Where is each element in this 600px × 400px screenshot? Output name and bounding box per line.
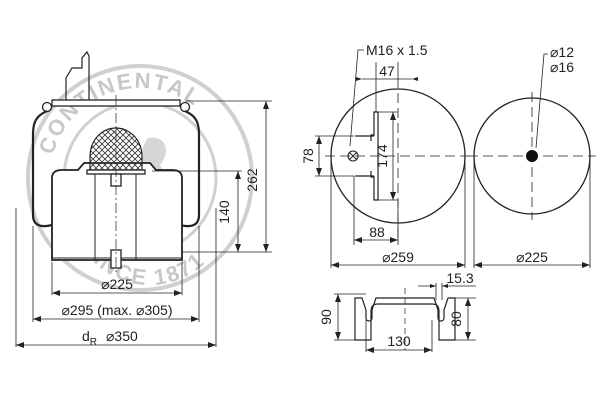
top-plate-dimensions: [315, 62, 466, 268]
center-hole-icon: [526, 150, 538, 162]
label-bottom-diameter: ⌀225: [516, 249, 548, 265]
label-slot-width: 15.3: [446, 270, 473, 286]
thread-stud-icon: [347, 150, 359, 162]
label-thread: M16 x 1.5: [366, 42, 428, 58]
side-view-dimensions: [15, 100, 272, 348]
bracket-dimensions: [334, 283, 476, 353]
label-dia-bellow: ⌀295 (max. ⌀305): [61, 302, 172, 318]
label-height-total: 262: [244, 168, 260, 192]
label-dia-roll: ⌀350: [106, 328, 138, 344]
label-bracket-width: 130: [387, 333, 411, 349]
label-top-diameter: ⌀259: [382, 249, 414, 265]
label-height-outer: 90: [318, 309, 334, 325]
label-dia-piston: ⌀225: [101, 276, 133, 292]
label-stud-height: 174: [374, 144, 390, 168]
bottom-plate-dimensions: [473, 160, 591, 268]
label-dia-roll-prefix: dR: [82, 328, 97, 348]
top-plate-view: [325, 49, 470, 238]
bracket-view: [354, 288, 456, 350]
label-offset-bottom: 88: [369, 224, 385, 240]
label-height-piston: 140: [216, 200, 232, 224]
side-view-air-spring: [31, 50, 201, 275]
label-stud-offset: 78: [300, 148, 316, 164]
bottom-plate-view: [468, 53, 596, 220]
label-height-inner: 80: [448, 311, 464, 327]
label-hole-2: ⌀16: [550, 59, 574, 75]
label-offset-top: 47: [379, 63, 395, 79]
label-hole-1: ⌀12: [550, 44, 574, 60]
